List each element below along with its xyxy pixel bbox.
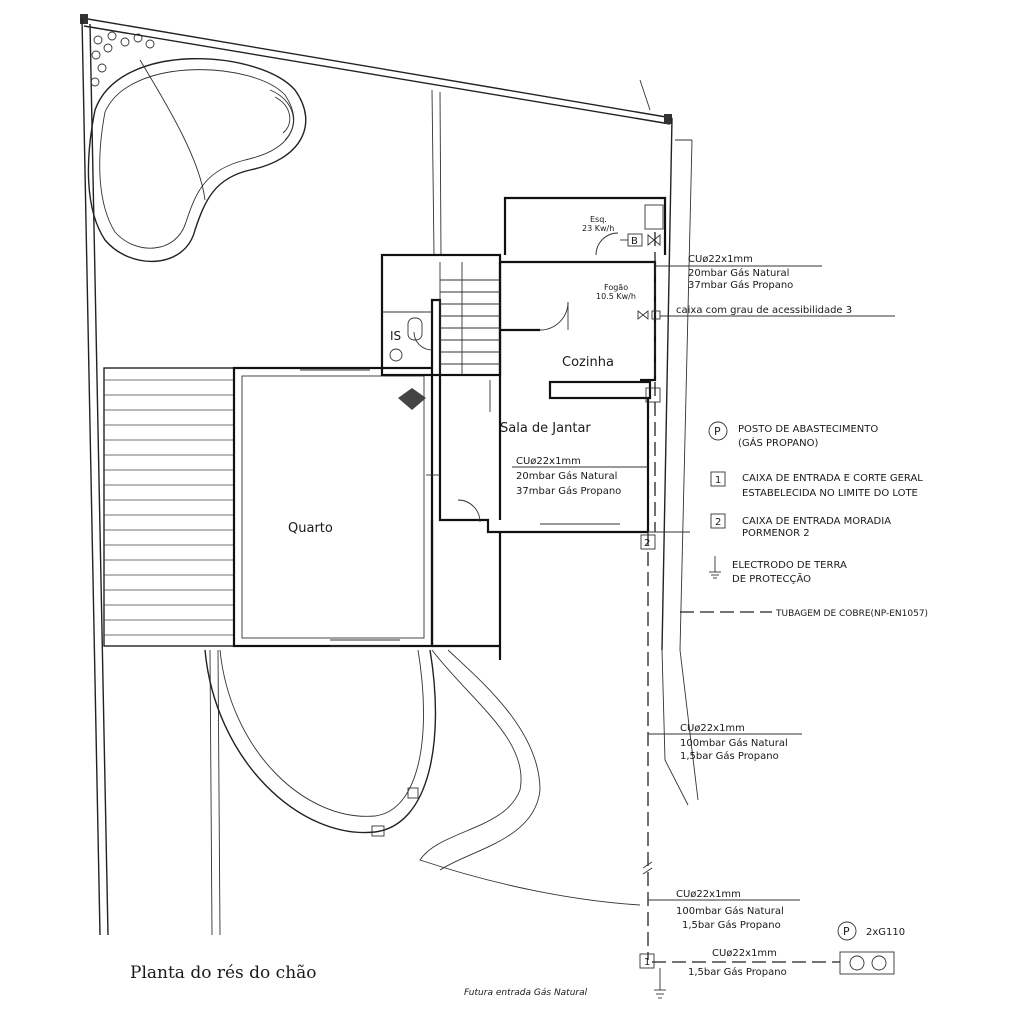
tank-p-symbol: P: [843, 925, 850, 938]
room-label-cozinha: Cozinha: [562, 355, 614, 370]
room-label-is: IS: [390, 329, 401, 343]
propane-tank: P 2xG110: [837, 921, 905, 975]
future-entry-label: Futura entrada Gás Natural: [464, 988, 588, 998]
earth-electrode-icon: [709, 556, 721, 579]
tank-label: 2xG110: [866, 927, 905, 938]
spec-top-2: 20mbar Gás Natural: [688, 267, 789, 279]
spec-lower-1: CUø22x1mm: [676, 889, 741, 900]
pipe-spec-top: CUø22x1mm 20mbar Gás Natural 37mbar Gás …: [655, 254, 822, 291]
spec-sala-3: 37mbar Gás Propano: [516, 485, 621, 497]
legend-box2-tag: 2: [715, 517, 721, 528]
spec-sala-2: 20mbar Gás Natural: [516, 470, 617, 482]
spec-top-3: 37mbar Gás Propano: [688, 279, 793, 291]
lot-boundary: [80, 14, 699, 936]
spec-lower-2: 100mbar Gás Natural: [676, 905, 784, 917]
marker-box-2: 2: [640, 531, 690, 550]
legend-posto-1: POSTO DE ABASTECIMENTO: [738, 424, 878, 435]
access-box-note: caixa com grau de acessibilidade 3: [660, 305, 895, 317]
valve-icon: [647, 234, 661, 246]
pipe-spec-lower: CUø22x1mm 100mbar Gás Natural 1,5bar Gás…: [648, 889, 800, 931]
legend-box1-tag: 1: [715, 475, 721, 486]
legend-box2-2: PORMENOR 2: [742, 528, 810, 539]
stove-valve-icon: [637, 310, 649, 320]
pipe-spec-sala: CUø22x1mm 20mbar Gás Natural 37mbar Gás …: [512, 456, 648, 497]
plan-title: Planta do rés do chão: [130, 963, 317, 983]
garden-paths: [209, 89, 641, 936]
spec-sala-1: CUø22x1mm: [516, 456, 581, 467]
curved-terrace: [204, 649, 437, 837]
room-label-quarto: Quarto: [288, 521, 333, 536]
spec-middle-2: 100mbar Gás Natural: [680, 737, 788, 749]
legend-box2-1: CAIXA DE ENTRADA MORADIA: [742, 516, 891, 527]
boiler-esquentador: Esq. 23 Kw/h B: [582, 215, 661, 247]
spec-bottom-1: CUø22x1mm: [712, 948, 777, 959]
legend-earth-2: DE PROTECÇÃO: [732, 572, 811, 585]
legend-box1-2: ESTABELECIDA NO LIMITE DO LOTE: [742, 488, 918, 499]
esq-power-label: 23 Kw/h: [582, 224, 614, 233]
pergola: [103, 367, 235, 647]
pool: [87, 31, 307, 262]
spec-lower-3: 1,5bar Gás Propano: [682, 919, 781, 931]
spec-middle-3: 1,5bar Gás Propano: [680, 750, 779, 762]
marker-box-1-tag: 1: [644, 957, 650, 968]
room-label-sala: Sala de Jantar: [500, 421, 591, 436]
gas-piping: [642, 232, 840, 963]
fogao-label: Fogão: [604, 283, 628, 292]
b-tag: B: [631, 236, 638, 247]
spec-bottom-2: 1,5bar Gás Propano: [688, 966, 787, 978]
pipe-spec-bottom: CUø22x1mm 1,5bar Gás Propano: [688, 948, 787, 978]
legend-p-symbol: P: [714, 425, 721, 438]
spec-middle-1: CUø22x1mm: [680, 723, 745, 734]
legend-tubagem: TUBAGEM DE COBRE(NP-EN1057): [775, 609, 928, 619]
legend: P POSTO DE ABASTECIMENTO (GÁS PROPANO) 1…: [680, 421, 928, 619]
spec-top-1: CUø22x1mm: [688, 254, 753, 265]
legend-earth-1: ELECTRODO DE TERRA: [732, 560, 847, 571]
marker-box-2-tag: 2: [644, 538, 650, 549]
legend-posto-2: (GÁS PROPANO): [738, 436, 818, 449]
marker-box-1: 1: [639, 953, 666, 999]
house-walls: [232, 196, 667, 660]
pebble-border: [90, 31, 155, 87]
esq-label: Esq.: [590, 215, 607, 224]
stove-fogao: Fogão 10.5 Kw/h: [596, 283, 661, 320]
access-box-label: caixa com grau de acessibilidade 3: [676, 305, 852, 316]
legend-box1-1: CAIXA DE ENTRADA E CORTE GERAL: [742, 473, 923, 484]
fogao-power-label: 10.5 Kw/h: [596, 292, 636, 301]
pipe-spec-middle: CUø22x1mm 100mbar Gás Natural 1,5bar Gás…: [648, 723, 802, 762]
